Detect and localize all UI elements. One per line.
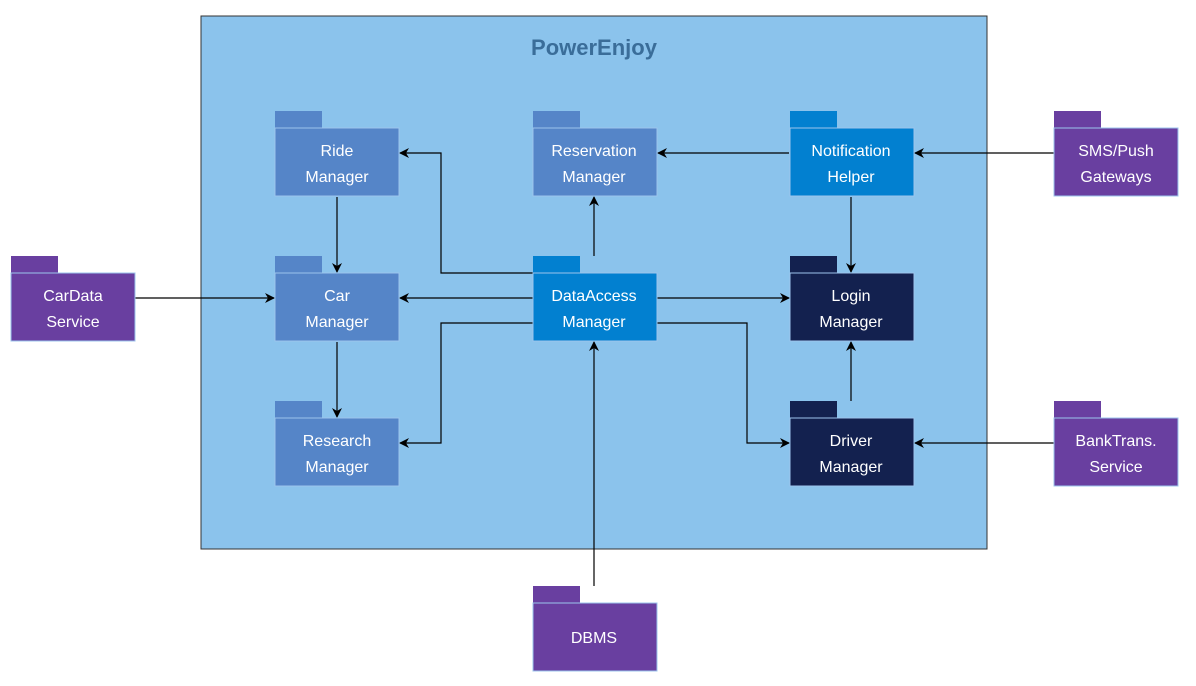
package-label: DBMS bbox=[571, 630, 617, 647]
package-label-line2: Manager bbox=[562, 169, 626, 186]
package-label-line2: Manager bbox=[819, 314, 883, 331]
package-dataaccess-manager[interactable]: DataAccess Manager bbox=[532, 256, 658, 342]
package-label-line2: Manager bbox=[819, 459, 883, 476]
edge-dataaccess-to-research bbox=[399, 322, 533, 448]
dependency-edges bbox=[135, 148, 1054, 586]
package-login-manager[interactable]: Login Manager bbox=[789, 256, 915, 342]
package-label-line2: Manager bbox=[305, 314, 369, 331]
package-label-line2: Service bbox=[1089, 459, 1142, 476]
package-label-line2: Gateways bbox=[1080, 169, 1151, 186]
package-label-line1: Reservation bbox=[551, 143, 636, 160]
system-title: PowerEnjoy bbox=[531, 35, 658, 60]
package-label-line1: Research bbox=[303, 433, 371, 450]
edge-dataaccess-to-driver bbox=[657, 322, 790, 448]
package-label-line1: BankTrans. bbox=[1075, 433, 1156, 450]
package-label-line1: CarData bbox=[43, 288, 103, 305]
package-driver-manager[interactable]: Driver Manager bbox=[789, 401, 915, 487]
package-cardata-service[interactable]: CarData Service bbox=[10, 256, 136, 342]
package-label-line2: Manager bbox=[305, 459, 369, 476]
package-research-manager[interactable]: Research Manager bbox=[274, 401, 400, 487]
package-label-line1: DataAccess bbox=[551, 288, 636, 305]
package-sms-push-gateways[interactable]: SMS/Push Gateways bbox=[1053, 111, 1179, 197]
package-notification-helper[interactable]: Notification Helper bbox=[789, 111, 915, 197]
package-label-line2: Service bbox=[46, 314, 99, 331]
package-label-line2: Manager bbox=[562, 314, 626, 331]
package-label-line1: Login bbox=[831, 288, 870, 305]
package-label-line1: Notification bbox=[811, 143, 890, 160]
package-ride-manager[interactable]: Ride Manager bbox=[274, 111, 400, 197]
package-dbms[interactable]: DBMS bbox=[532, 586, 658, 672]
package-label-line2: Manager bbox=[305, 169, 369, 186]
package-label-line1: Driver bbox=[830, 433, 873, 450]
edge-dataaccess-to-ride bbox=[399, 148, 533, 274]
package-label-line2: Helper bbox=[827, 169, 875, 186]
package-banktrans-service[interactable]: BankTrans. Service bbox=[1053, 401, 1179, 487]
package-label-line1: SMS/Push bbox=[1078, 143, 1154, 160]
package-label-line1: Ride bbox=[321, 143, 354, 160]
package-label-line1: Car bbox=[324, 288, 350, 305]
package-reservation-manager[interactable]: Reservation Manager bbox=[532, 111, 658, 197]
package-car-manager[interactable]: Car Manager bbox=[274, 256, 400, 342]
